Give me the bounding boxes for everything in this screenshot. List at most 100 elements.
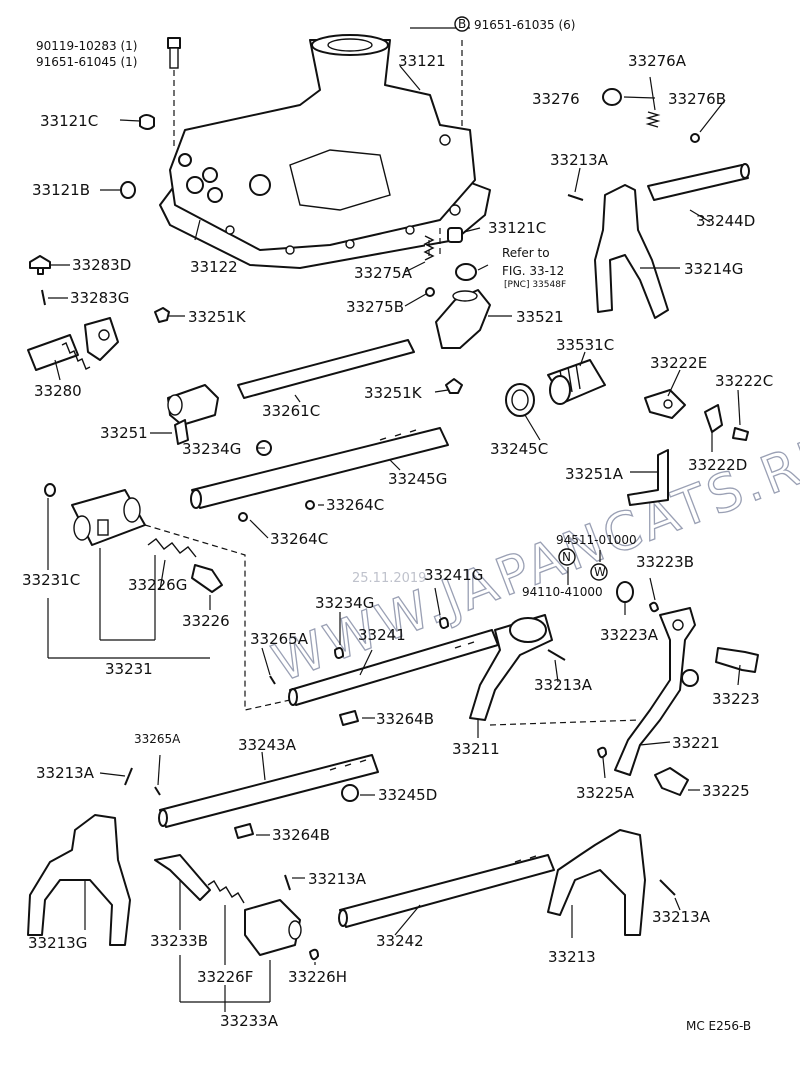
spring-33276A [645, 111, 661, 128]
clip-33223B [649, 601, 659, 613]
label-33265A-b: 33265A [134, 732, 181, 746]
label-33521: 33521 [516, 308, 564, 326]
leader-lines [47, 27, 741, 1012]
label-33122: 33122 [190, 258, 238, 276]
label-33265A-a: 33265A [250, 630, 309, 648]
label-33214G: 33214G [684, 260, 743, 278]
label-33245G: 33245G [388, 470, 447, 488]
label-33223: 33223 [712, 690, 760, 708]
label-33243A: 33243A [238, 736, 297, 754]
pin-33264B-a [339, 710, 359, 726]
label-33264C-b: 33264C [270, 530, 328, 548]
screw-33251K-b [445, 378, 463, 394]
shaft-33245G [190, 427, 449, 509]
label-33226F: 33226F [197, 968, 253, 986]
label-33264B-a: 33264B [376, 710, 434, 728]
label-33231: 33231 [105, 660, 153, 678]
lever-33251A [627, 449, 669, 506]
ball-33276B [690, 133, 700, 143]
spring-33275A [423, 235, 435, 261]
fork-33213 [547, 829, 646, 936]
label-33225A: 33225A [576, 784, 635, 802]
collar-33245C [505, 383, 535, 417]
clip-33226H [309, 948, 319, 961]
spring-33226F [207, 880, 245, 904]
label-33280: 33280 [34, 382, 82, 400]
screw-33283D [29, 255, 51, 269]
label-33222D: 33222D [688, 456, 747, 474]
part-33222D [704, 404, 723, 433]
cap-33276 [602, 88, 622, 106]
label-33226: 33226 [182, 612, 230, 630]
pin-33213A-d [284, 874, 291, 891]
ball-33264C-b [238, 512, 248, 522]
label-33251K-a: 33251K [188, 308, 247, 326]
label-33213A-c: 33213A [36, 764, 95, 782]
label-pnc-33548F: [PNC] 33548F [504, 280, 566, 290]
lever-33221 [614, 607, 696, 776]
label-33242: 33242 [376, 932, 424, 950]
ball-33264C-a [305, 500, 315, 510]
ball-33275B [425, 287, 435, 297]
label-33245C: 33245C [490, 440, 548, 458]
shaft-33233B [154, 854, 211, 901]
bolt-33222C [732, 427, 749, 441]
cover-body-33121 [169, 39, 476, 251]
label-91651-61045: 91651-61045 (1) [36, 55, 138, 69]
label-33251A: 33251A [565, 465, 624, 483]
label-33221: 33221 [672, 734, 720, 752]
rod-33243A [158, 754, 379, 828]
label-33121B: 33121B [32, 181, 90, 199]
label-33261C: 33261C [262, 402, 320, 420]
block-33233A [244, 899, 302, 956]
label-33531C: 33531C [556, 336, 614, 354]
shaft-33280 [27, 317, 119, 371]
label-33275A: 33275A [354, 264, 413, 282]
dashed-assembly-lines [144, 228, 641, 726]
label-33226H: 33226H [288, 968, 347, 986]
label-94110-41000: 94110-41000 [522, 585, 603, 599]
label-33241: 33241 [358, 626, 406, 644]
block-33231 [71, 489, 146, 546]
fork-33213G [27, 814, 131, 946]
label-94511-01000: 94511-01000 [556, 533, 637, 547]
label-33222E: 33222E [650, 354, 707, 372]
pin-33283G [41, 289, 46, 306]
label-33283D: 33283D [72, 256, 131, 274]
clip-33231C [44, 483, 56, 497]
label-91651-61035: 91651-61035 (6) [474, 18, 576, 32]
label-33213G: 33213G [28, 934, 87, 952]
rod-33242 [338, 854, 555, 928]
label-33275B: 33275B [346, 298, 404, 316]
pin-33213A-a [567, 194, 584, 201]
label-33264B-b: 33264B [272, 826, 330, 844]
label-33213A-d: 33213A [308, 870, 367, 888]
pin-33213A-c [124, 767, 133, 786]
symbol-b [454, 16, 470, 32]
label-90119-10283: 90119-10283 (1) [36, 39, 138, 53]
label-33231C: 33231C [22, 571, 80, 589]
sleeve-33531C [547, 359, 606, 405]
spring-33226G [147, 538, 197, 558]
label-33276B: 33276B [668, 90, 726, 108]
label-33225: 33225 [702, 782, 750, 800]
label-33213A-a: 33213A [550, 151, 609, 169]
label-33121C-b: 33121C [488, 219, 546, 237]
pin-33265A-a [269, 675, 276, 685]
part-33225 [654, 767, 689, 796]
label-33233A: 33233A [220, 1012, 279, 1030]
label-refer-to: Refer to [502, 246, 550, 260]
label-33283G: 33283G [70, 289, 129, 307]
fork-33214G [594, 184, 669, 319]
plunger-33226 [191, 564, 223, 593]
watermark-date: 25.11.2019 [352, 571, 426, 586]
clip-33241G [439, 617, 449, 629]
label-33233B: 33233B [150, 932, 208, 950]
bolt-90119-10283 [167, 37, 181, 150]
label-33223A: 33223A [600, 626, 659, 644]
label-33121: 33121 [398, 52, 446, 70]
plug-33121C-b [447, 227, 463, 243]
n-symbol-text: N [562, 550, 571, 564]
label-33264C-a: 33264C [326, 496, 384, 514]
